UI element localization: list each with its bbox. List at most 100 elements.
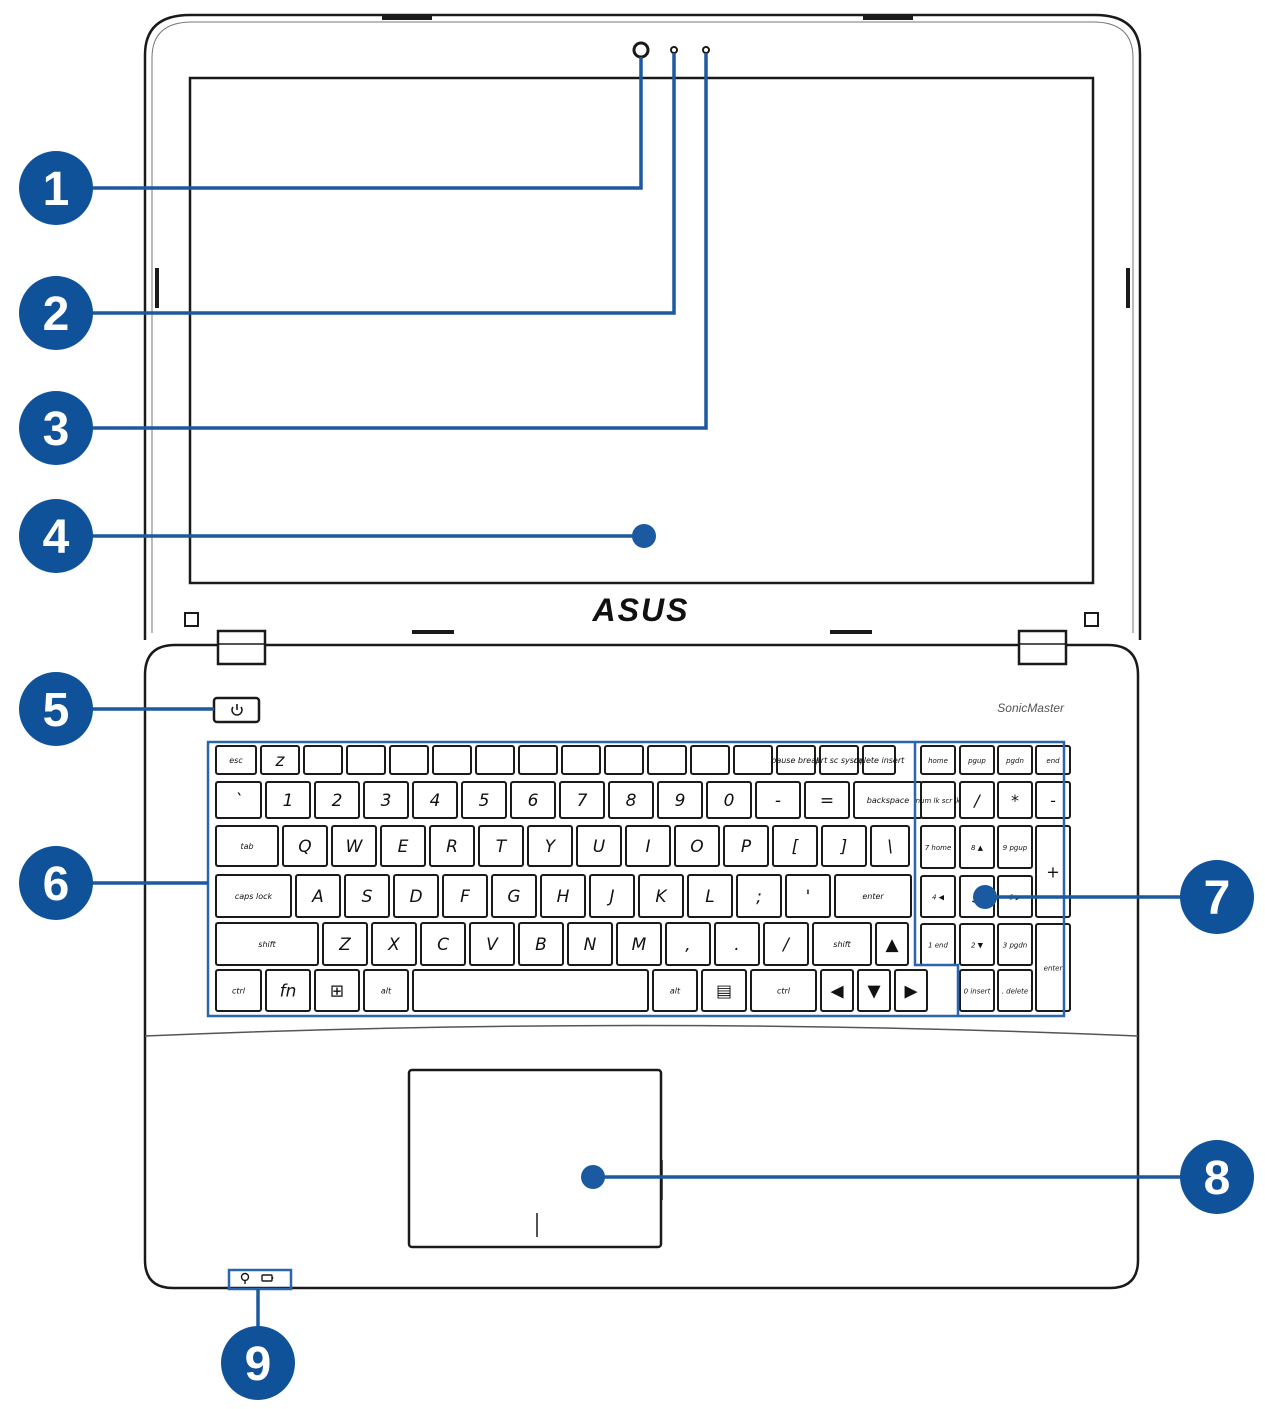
keyboard-key[interactable] [412, 781, 458, 819]
keyboard-key[interactable] [652, 969, 698, 1012]
numpad-key[interactable] [997, 969, 1033, 1012]
keyboard-key[interactable] [647, 745, 687, 775]
keyboard-key[interactable] [215, 745, 257, 775]
numpad-key[interactable] [959, 969, 995, 1012]
numpad-key[interactable] [920, 875, 956, 918]
lid-outline [143, 13, 1142, 640]
keyboard-key[interactable] [322, 922, 368, 966]
numpad-key[interactable] [920, 781, 956, 819]
keyboard-key[interactable] [331, 825, 377, 867]
keyboard-key[interactable] [540, 874, 586, 918]
keyboard-key[interactable] [870, 825, 910, 867]
numpad-key[interactable] [1035, 745, 1071, 775]
keyboard-key[interactable] [561, 745, 601, 775]
keyboard-key[interactable] [527, 825, 573, 867]
keyboard-key[interactable] [576, 825, 622, 867]
keyboard-key[interactable] [665, 922, 711, 966]
keyboard-key[interactable] [510, 781, 556, 819]
keyboard-key[interactable] [478, 825, 524, 867]
keyboard-key[interactable] [657, 781, 703, 819]
keyboard-key[interactable] [344, 874, 390, 918]
keyboard-key[interactable] [733, 745, 773, 775]
keyboard-key[interactable] [215, 825, 279, 867]
keyboard-key[interactable] [772, 825, 818, 867]
keyboard-key[interactable] [687, 874, 733, 918]
keyboard-key[interactable] [314, 969, 360, 1012]
numpad-key[interactable] [1035, 781, 1071, 819]
keyboard-key[interactable] [260, 745, 300, 775]
keyboard-key[interactable] [616, 922, 662, 966]
keyboard-key[interactable] [690, 745, 730, 775]
numpad-key[interactable] [1035, 825, 1071, 918]
keyboard-key[interactable] [819, 745, 859, 775]
keyboard-key[interactable] [875, 922, 909, 966]
keyboard-key[interactable] [215, 922, 319, 966]
keyboard-key[interactable] [461, 781, 507, 819]
keyboard-key[interactable] [589, 874, 635, 918]
keyboard-key[interactable] [282, 825, 328, 867]
keyboard-key[interactable] [701, 969, 747, 1012]
keyboard-key[interactable] [567, 922, 613, 966]
keyboard-key[interactable] [518, 745, 558, 775]
keyboard-key[interactable] [363, 781, 409, 819]
keyboard-key[interactable] [469, 922, 515, 966]
keyboard-key[interactable] [862, 745, 896, 775]
keyboard-key[interactable] [295, 874, 341, 918]
keyboard-key[interactable] [750, 969, 817, 1012]
keyboard-key[interactable] [755, 781, 801, 819]
numpad-key[interactable] [920, 825, 956, 869]
keyboard-key[interactable] [215, 969, 262, 1012]
keyboard-key[interactable] [559, 781, 605, 819]
keyboard-key[interactable] [432, 745, 472, 775]
keyboard-key[interactable] [442, 874, 488, 918]
touchpad[interactable] [407, 1068, 663, 1249]
keyboard-key[interactable] [625, 825, 671, 867]
keyboard-key[interactable] [215, 781, 262, 819]
keyboard-key[interactable] [608, 781, 654, 819]
keyboard-key[interactable] [371, 922, 417, 966]
keyboard-key[interactable] [303, 745, 343, 775]
numpad-key[interactable] [959, 825, 995, 869]
keyboard-key[interactable] [820, 969, 854, 1012]
keyboard-key[interactable] [857, 969, 891, 1012]
keyboard-key[interactable] [763, 922, 809, 966]
numpad-key[interactable] [997, 825, 1033, 869]
keyboard-key[interactable] [674, 825, 720, 867]
keyboard-key[interactable] [834, 874, 912, 918]
keyboard-key[interactable] [821, 825, 867, 867]
numpad-key[interactable] [959, 781, 995, 819]
keyboard-key[interactable] [723, 825, 769, 867]
numpad-key[interactable] [1035, 923, 1071, 1012]
keyboard-key[interactable] [604, 745, 644, 775]
keyboard-key[interactable] [785, 874, 831, 918]
keyboard-key[interactable] [420, 922, 466, 966]
keyboard-key[interactable] [714, 922, 760, 966]
numpad-key[interactable] [920, 745, 956, 775]
keyboard-key[interactable] [776, 745, 816, 775]
keyboard-key[interactable] [265, 969, 311, 1012]
keyboard-key[interactable] [706, 781, 752, 819]
keyboard-key[interactable] [314, 781, 360, 819]
keyboard-key[interactable] [518, 922, 564, 966]
numpad-key[interactable] [959, 745, 995, 775]
numpad-key[interactable] [997, 745, 1033, 775]
keyboard-key[interactable] [393, 874, 439, 918]
keyboard-key[interactable] [475, 745, 515, 775]
keyboard-key[interactable] [412, 969, 649, 1012]
keyboard-key[interactable] [491, 874, 537, 918]
keyboard-key[interactable] [363, 969, 409, 1012]
keyboard-key[interactable] [265, 781, 311, 819]
numpad-key[interactable] [997, 923, 1033, 966]
keyboard-key[interactable] [736, 874, 782, 918]
keyboard-key[interactable] [804, 781, 850, 819]
keyboard-key[interactable] [429, 825, 475, 867]
keyboard-key[interactable] [389, 745, 429, 775]
keyboard-key[interactable] [380, 825, 426, 867]
keyboard-key[interactable] [215, 874, 292, 918]
keyboard-key[interactable] [346, 745, 386, 775]
keyboard-key[interactable] [638, 874, 684, 918]
numpad-key[interactable] [997, 781, 1033, 819]
keyboard-key[interactable] [812, 922, 872, 966]
numpad-key[interactable] [959, 923, 995, 966]
keyboard-key[interactable] [894, 969, 928, 1012]
